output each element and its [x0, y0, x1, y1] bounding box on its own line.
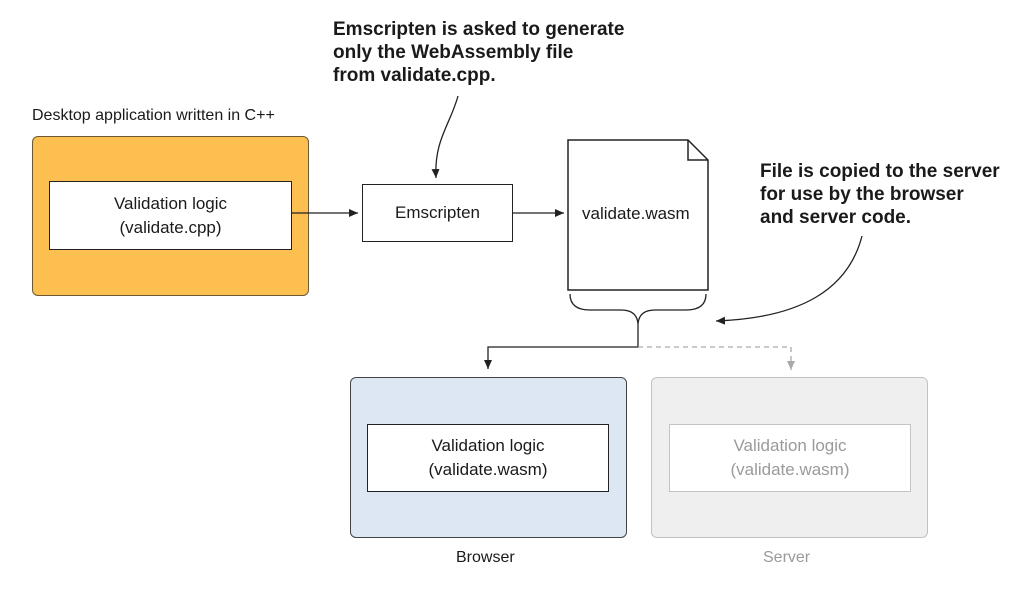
- server-box: Validation logic (validate.wasm): [651, 377, 928, 538]
- browser-caption: Browser: [456, 549, 515, 566]
- wasm-file-document-shape: [567, 139, 709, 291]
- validate-wasm-label: (validate.wasm): [428, 460, 548, 479]
- desktop-app-title: Desktop application written in C++: [32, 107, 275, 124]
- arrow-to-browser: [484, 324, 639, 369]
- validation-logic-wasm-browser-box: Validation logic (validate.wasm): [367, 424, 609, 492]
- emscripten-annotation: Emscripten is asked to generate only the…: [333, 19, 625, 86]
- browser-box: Validation logic (validate.wasm): [350, 377, 627, 538]
- emscripten-label: Emscripten: [394, 203, 481, 222]
- validation-logic-label: Validation logic: [113, 193, 228, 213]
- desktop-app-box: Validation logic (validate.cpp): [32, 136, 309, 296]
- validation-logic-label: Validation logic: [431, 436, 545, 455]
- server-caption: Server: [763, 549, 811, 566]
- copy-annotation: File is copied to the server for use by …: [760, 161, 1000, 228]
- validate-wasm-label: (validate.wasm): [730, 460, 850, 479]
- arrow-emscripten-note: [431, 95, 459, 179]
- validation-logic-cpp-box: Validation logic (validate.cpp): [49, 181, 292, 250]
- wasm-file-dog-ear: [687, 140, 708, 161]
- emscripten-box: Emscripten: [362, 184, 513, 242]
- arrow-to-server: [638, 346, 795, 370]
- validation-logic-wasm-server-box: Validation logic (validate.wasm): [669, 424, 911, 492]
- validation-logic-label: Validation logic: [733, 436, 847, 455]
- arrow-copy-note: [715, 235, 863, 325]
- validate-cpp-label: (validate.cpp): [119, 217, 222, 237]
- file-brace: [569, 293, 707, 325]
- wasm-file-label: validate.wasm: [582, 204, 690, 223]
